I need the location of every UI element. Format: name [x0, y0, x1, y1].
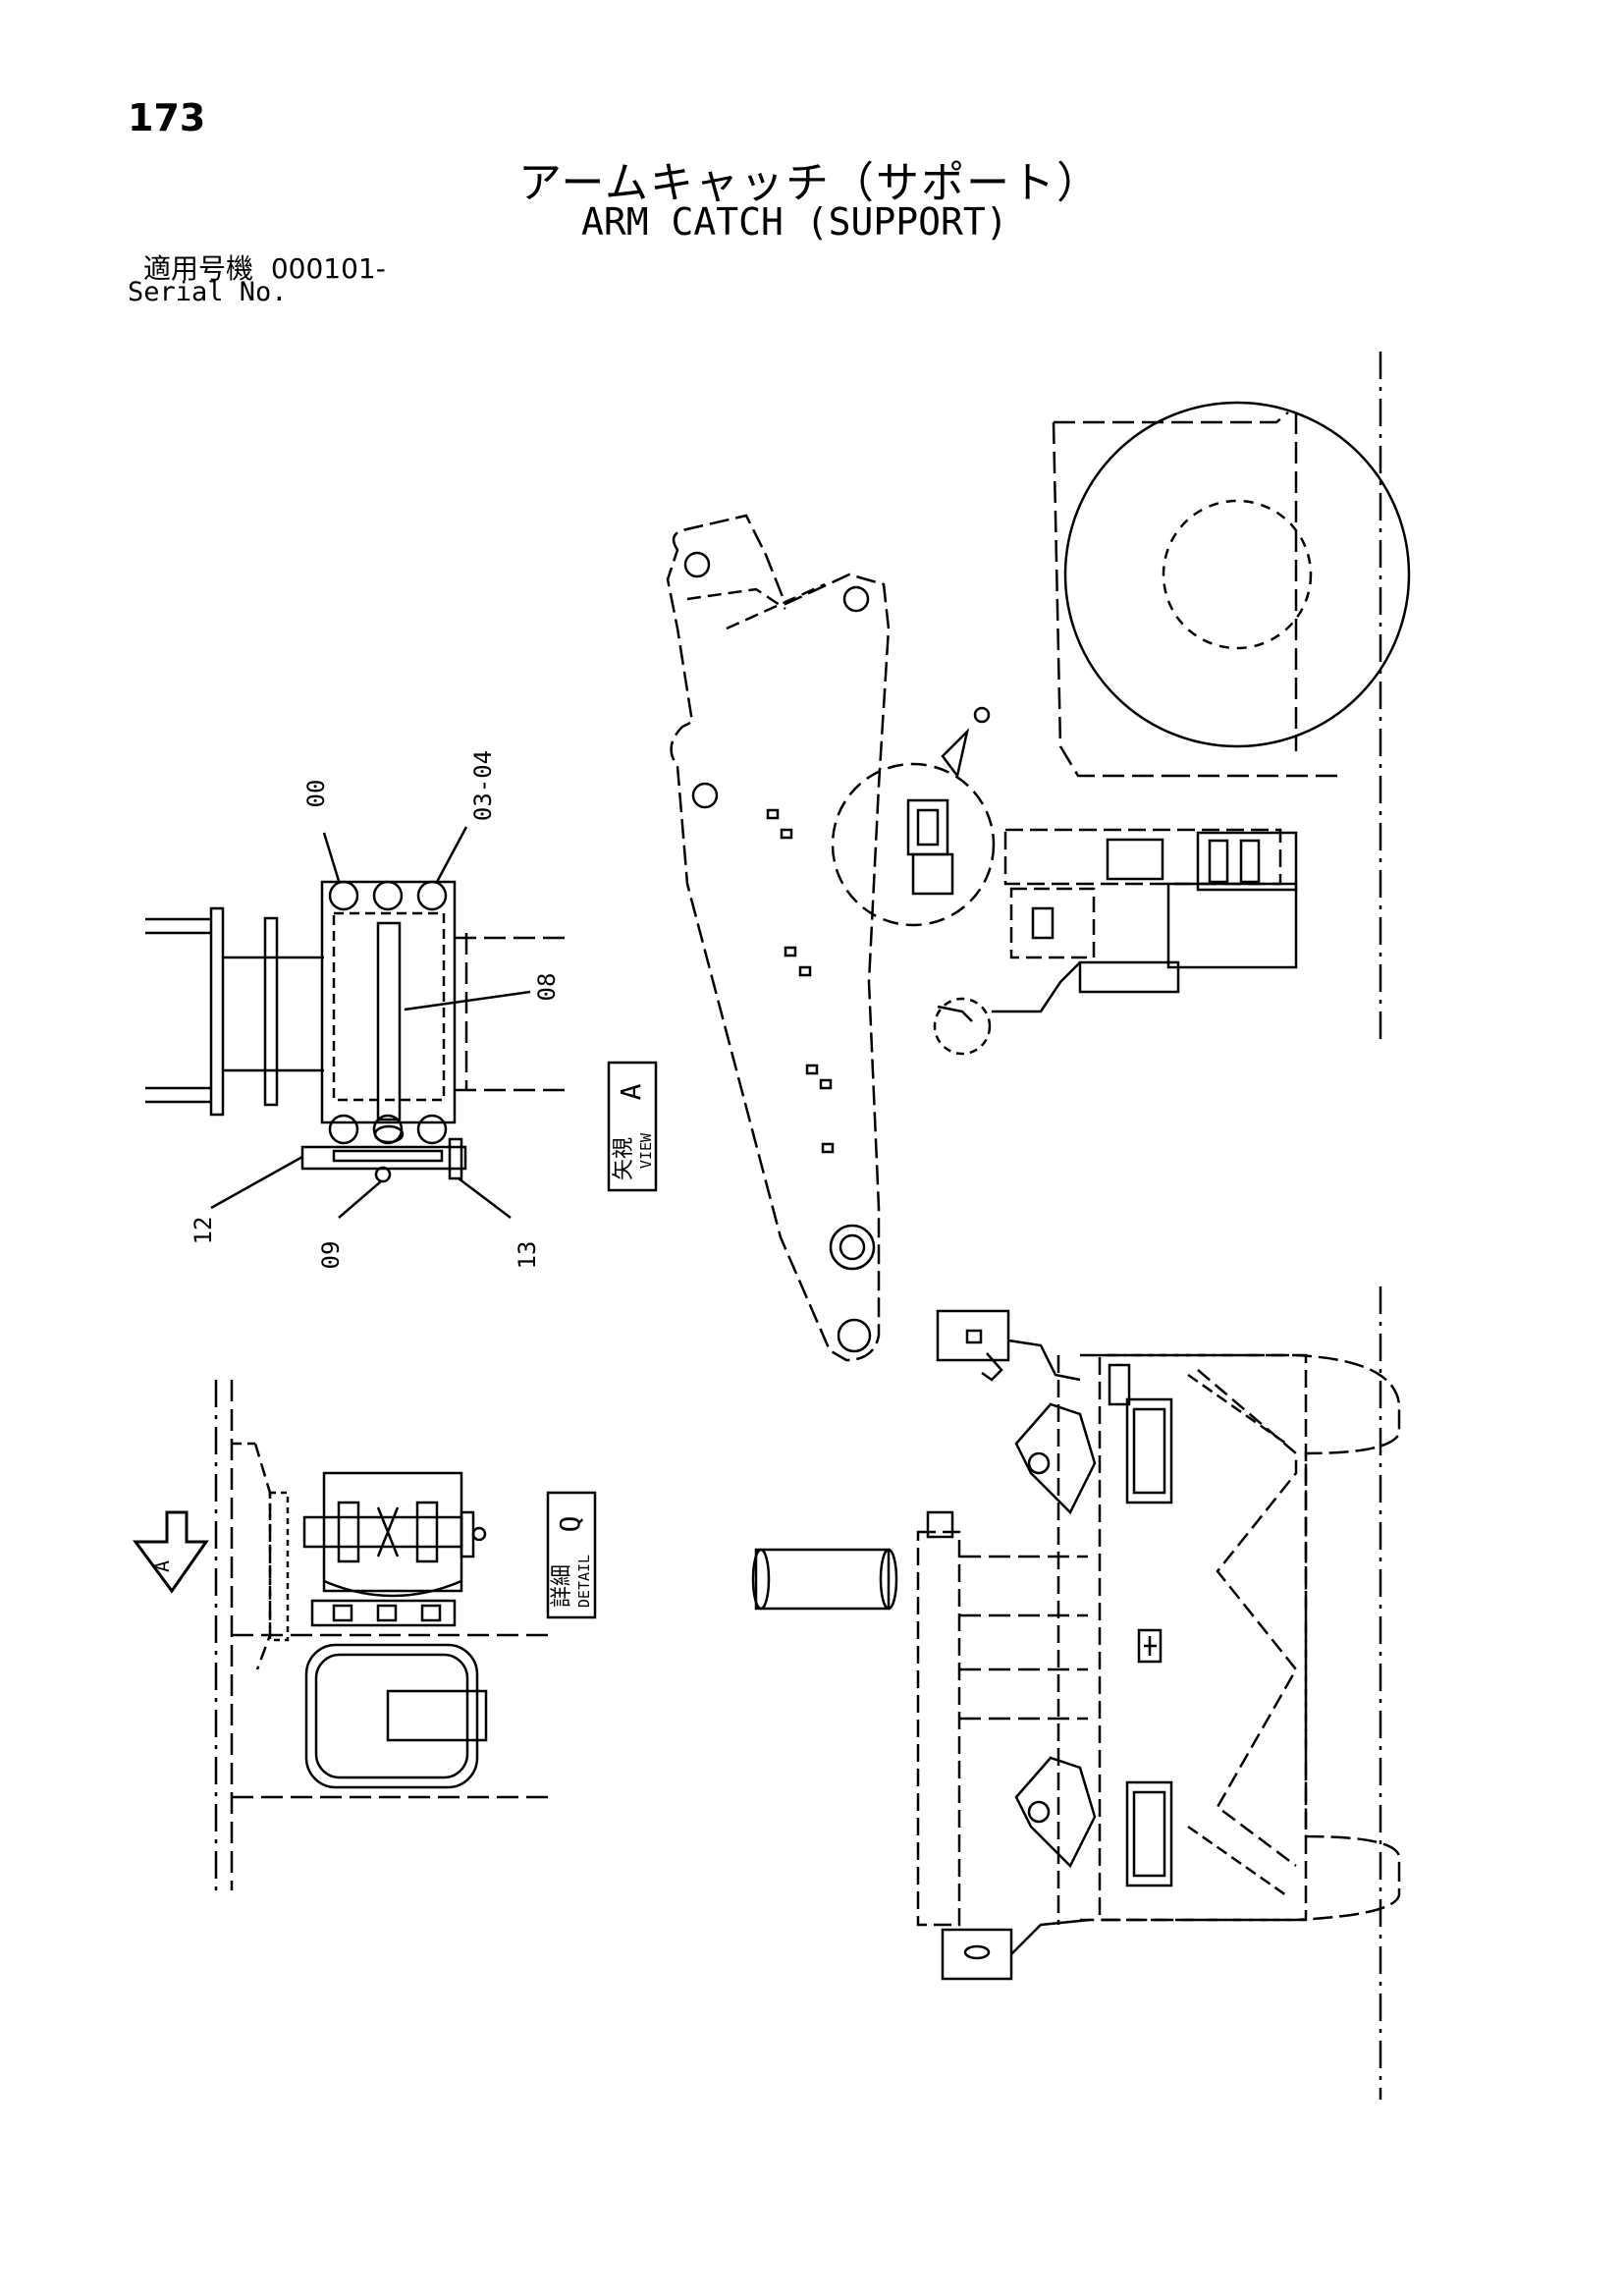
serial-value: 000101-: [270, 252, 386, 285]
callout-12: 12: [189, 1217, 217, 1245]
callout-03-04: 03-04: [469, 750, 497, 821]
title-japanese: アームキャッチ（サポート）: [518, 158, 1103, 208]
callout-00: 00: [302, 780, 330, 808]
serial-line-japanese: 適用号機 000101-: [143, 247, 386, 287]
machine-front-view: [751, 1286, 1401, 2100]
view-direction-arrow: [133, 1510, 209, 1594]
view-a-label: 矢視 VIEW A: [607, 1061, 658, 1192]
view-label-letter: A: [615, 1083, 647, 1100]
wheel-inner: [1162, 499, 1313, 650]
callout-08: 08: [533, 973, 561, 1002]
support-frame: [320, 880, 457, 1124]
arrow-letter: A: [150, 1560, 174, 1572]
pin: [376, 921, 402, 1121]
view-label-english: VIEW: [637, 1132, 655, 1169]
serial-label-english: Serial No.: [128, 277, 288, 307]
machine-side-view: [666, 352, 1411, 1362]
detail-label-letter: Q: [554, 1516, 586, 1533]
title-english: ARM CATCH (SUPPORT): [581, 200, 1008, 244]
detail-q-label: 詳細 DETAIL Q: [546, 1491, 597, 1619]
detail-circle: [831, 762, 996, 927]
view-label-japanese: 矢視: [612, 1137, 636, 1180]
view-a-assembly: 00 03-04 08 12 09 13: [145, 750, 569, 1270]
serial-label-japanese: 適用号機: [143, 252, 254, 285]
wheel-outer: [1063, 401, 1411, 748]
page-number: 173: [128, 96, 206, 139]
detail-label-japanese: 詳細: [550, 1564, 574, 1608]
detail-q-view: A: [133, 1380, 550, 1890]
callout-13: 13: [514, 1241, 541, 1270]
arm-outline: [666, 514, 891, 1362]
callout-09: 09: [317, 1241, 345, 1270]
detail-label-english: DETAIL: [575, 1555, 593, 1608]
